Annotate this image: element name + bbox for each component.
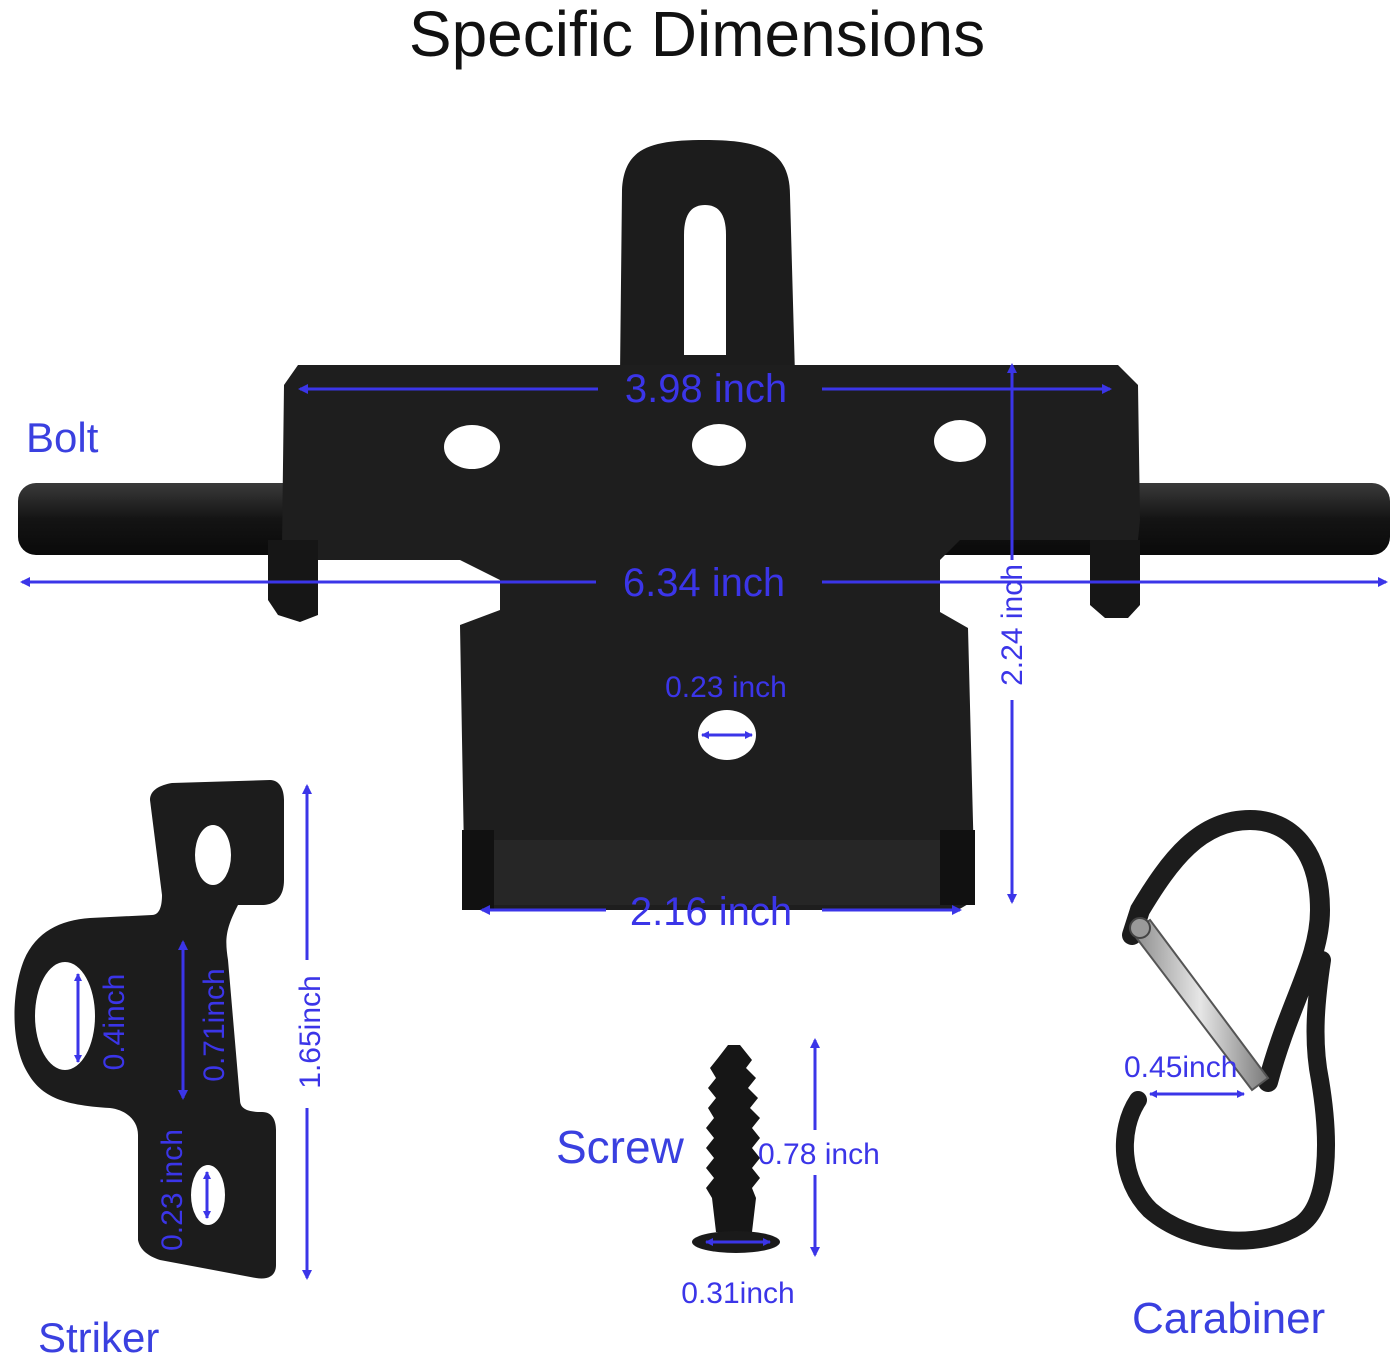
striker-mid-hole: [35, 962, 95, 1070]
dim-screw-head: 0.31inch: [681, 1277, 794, 1310]
dim-plate-width: 3.98 inch: [625, 367, 787, 411]
dim-striker-slot: 0.71inch: [198, 968, 231, 1081]
carabiner: [1115, 809, 1335, 1250]
striker-top-hole: [195, 825, 231, 885]
screw-shank: [706, 1045, 760, 1232]
dim-height: 2.24 inch: [996, 564, 1029, 686]
latch-bracket: [282, 365, 1140, 910]
right-leg: [1090, 540, 1140, 618]
bolt-latch: [18, 140, 1390, 910]
screw: [692, 1045, 780, 1253]
dim-striker-hole: 0.4inch: [98, 974, 131, 1071]
page-title: Specific Dimensions: [408, 0, 986, 70]
carabiner-loop: [1122, 809, 1331, 1092]
dim-base-width: 2.16 inch: [630, 890, 792, 934]
part-labels: Bolt Striker Screw Carabiner: [26, 414, 1325, 1361]
dim-overall-length: 6.34 inch: [623, 561, 785, 605]
dim-screw-length: 0.78 inch: [758, 1138, 880, 1171]
dim-striker-height: 1.65inch: [294, 975, 327, 1088]
striker-body: [14, 780, 284, 1279]
dim-carabiner-gap: 0.45inch: [1124, 1051, 1237, 1084]
latch-hole-3: [934, 420, 986, 462]
dim-hole-diameter: 0.23 inch: [665, 671, 787, 704]
latch-hole-1: [444, 425, 500, 469]
carabiner-hook: [1115, 951, 1335, 1250]
dimension-labels: 3.98 inch 6.34 inch 2.24 inch 0.23 inch …: [98, 367, 1237, 1310]
striker: [14, 780, 284, 1279]
label-bolt: Bolt: [26, 414, 99, 461]
gate-rivet: [1129, 917, 1151, 939]
latch-hole-2: [692, 424, 746, 466]
label-striker: Striker: [38, 1314, 159, 1361]
label-carabiner: Carabiner: [1132, 1294, 1325, 1343]
label-screw: Screw: [556, 1121, 685, 1173]
dim-striker-small-hole: 0.23 inch: [156, 1129, 189, 1251]
dimension-lines: [20, 363, 1388, 1280]
handle-slot: [684, 205, 726, 355]
base-lip: [480, 840, 940, 905]
